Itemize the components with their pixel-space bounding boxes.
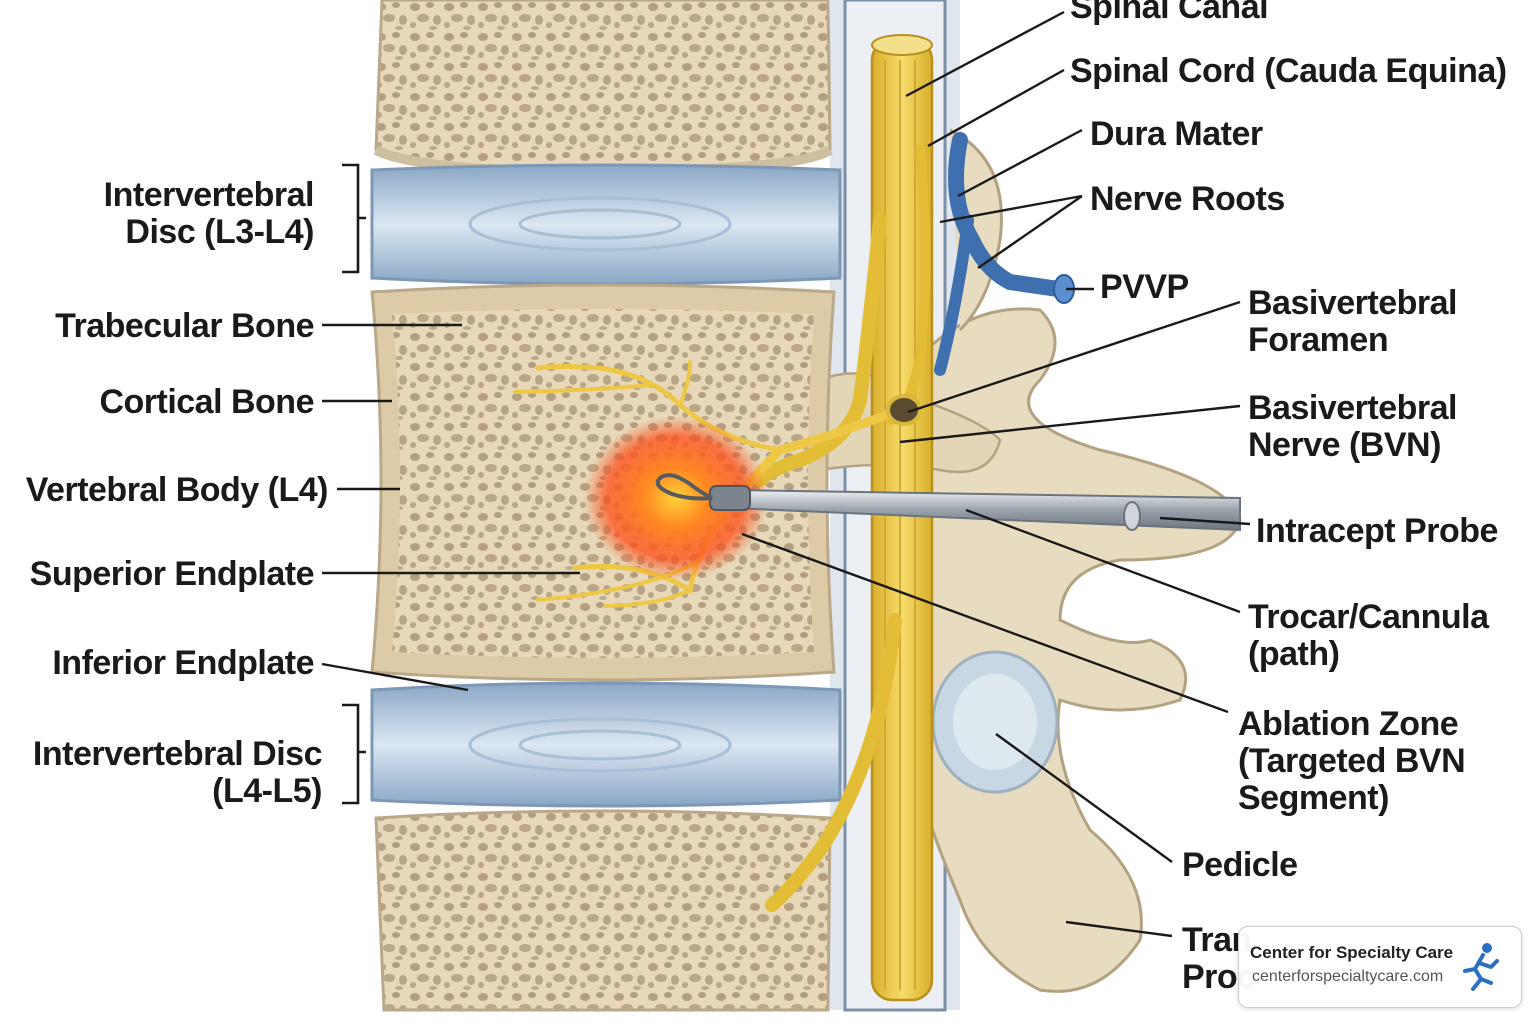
label-ablation-3: Segment) [1238,779,1389,817]
watermark-name: Center for Specialty Care [1250,943,1454,962]
label-spinal-canal: Spinal Canal [1070,0,1268,26]
label-ablation-2: (Targeted BVN [1238,742,1465,780]
vertebral-body-l3 [373,0,833,178]
leader-spinal-cord [927,68,1065,148]
label-pedicle: Pedicle [1182,846,1298,884]
leader-ablation-zone [741,532,1229,714]
label-ablation-1: Ablation Zone [1238,705,1458,743]
label-disc-l4-l5-2: (L4-L5) [212,772,322,810]
label-basivertebral-foramen-1: Basivertebral [1248,284,1457,322]
label-disc-l3-l4-1: Intervertebral [104,176,314,214]
leader-bvn [899,404,1241,444]
label-basivertebral-foramen-2: Foramen [1248,321,1388,359]
leader-trocar [965,508,1241,614]
label-intracept-probe: Intracept Probe [1256,512,1498,550]
ablation-zone [584,416,768,580]
leader-inferior-endplate [321,662,469,692]
intervertebral-disc-l4-l5 [370,681,842,808]
vertebral-body-l5 [374,809,832,1012]
label-inferior-endplate: Inferior Endplate [52,644,314,682]
label-pvvp: PVVP [1100,268,1189,306]
label-vertebral-body: Vertebral Body (L4) [26,471,328,509]
leader-transverse [1065,920,1173,938]
label-bvn-2: Nerve (BVN) [1248,426,1441,464]
basivertebral-foramen [886,394,922,426]
intervertebral-disc-l3-l4 [370,163,842,286]
label-bvn-1: Basivertebral [1248,389,1457,427]
runner-logo-icon [1463,943,1499,991]
intracept-probe [655,473,1241,532]
label-trocar-1: Trocar/Cannula [1248,598,1490,636]
venous-plexus [934,132,1075,376]
label-disc-l3-l4-2: Disc (L3-L4) [125,213,314,251]
label-spinal-cord: Spinal Cord (Cauda Equina) [1070,52,1507,90]
leader-spinal-canal [905,10,1065,98]
leader-lines [321,10,1251,938]
label-nerve-roots: Nerve Roots [1090,180,1285,218]
disc-l4-l5-brace [342,703,366,805]
label-superior-endplate: Superior Endplate [30,555,314,593]
watermark-badge: Center for Specialty Care centerforspeci… [1238,926,1522,1008]
label-trabecular-bone: Trabecular Bone [55,307,314,345]
label-trocar-2: (path) [1248,635,1339,673]
label-dura-mater: Dura Mater [1090,115,1263,153]
leader-dura-mater [957,128,1083,198]
spinal-cord [870,34,934,1002]
watermark-url: centerforspecialtycare.com [1252,968,1444,985]
leader-intracept-probe [1159,516,1251,526]
leader-pedicle [995,733,1173,863]
label-cortical-bone: Cortical Bone [99,383,314,421]
leader-basivertebral-foramen [907,300,1241,414]
disc-l3-l4-brace [342,163,366,274]
label-disc-l4-l5-1: Intervertebral Disc [33,735,322,773]
leader-nerve-roots [939,194,1083,269]
pedicle [931,650,1059,794]
